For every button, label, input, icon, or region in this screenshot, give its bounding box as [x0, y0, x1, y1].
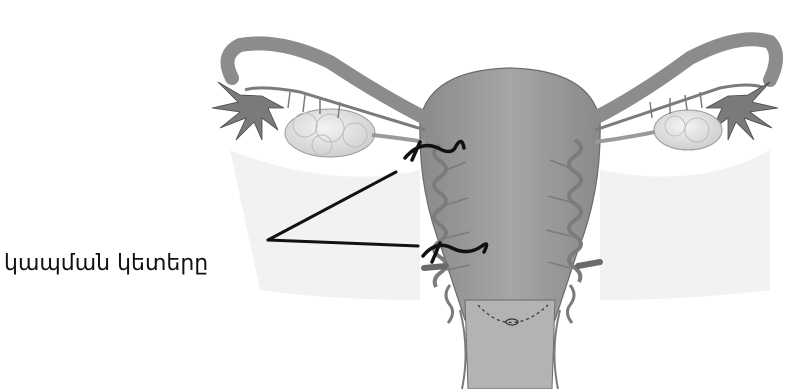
left-ovarian-ligament	[372, 135, 425, 142]
right-ovarian-ligament	[595, 132, 655, 142]
right-cut-vessel	[578, 262, 600, 266]
ligation-points-label: կապման կետերը	[4, 251, 208, 276]
left-ovary	[285, 109, 375, 157]
right-ovary	[654, 110, 722, 150]
cervix	[465, 300, 555, 389]
left-cut-vessel	[424, 266, 446, 268]
lower-left-vessel	[446, 285, 453, 323]
lower-right-vessel	[567, 285, 574, 323]
uterus-body	[420, 68, 600, 320]
